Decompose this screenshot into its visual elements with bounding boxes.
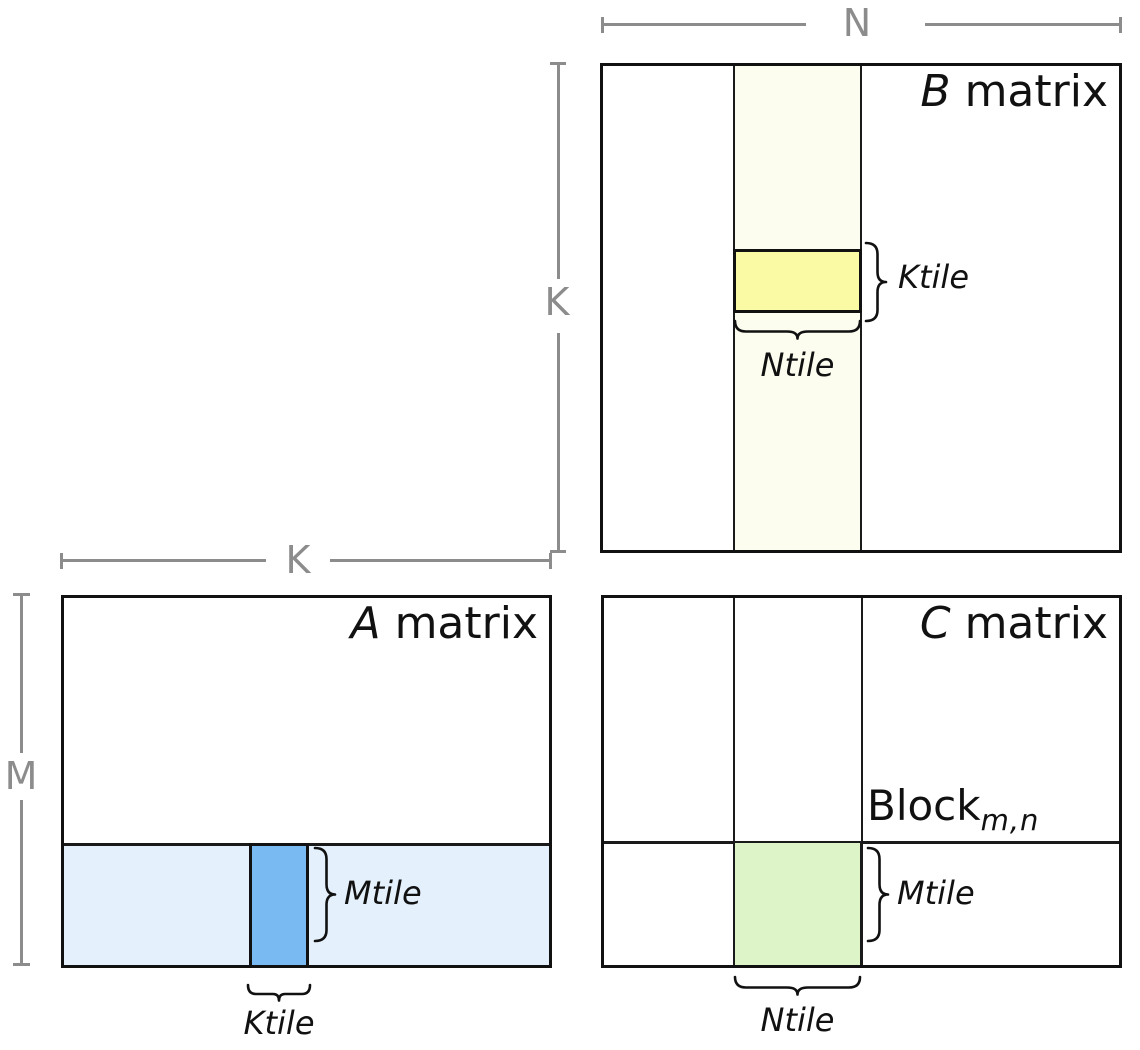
b-matrix-letter: B bbox=[920, 66, 951, 117]
b-ntile-underbrace bbox=[733, 318, 862, 340]
k-b-dimension-label: K bbox=[544, 280, 570, 324]
b-ktile-ntile-tile bbox=[733, 249, 862, 313]
a-ktile-underbrace bbox=[246, 982, 312, 1002]
c-column-line-left bbox=[733, 595, 735, 968]
m-dimension-label: M bbox=[4, 754, 38, 798]
k-b-dimension-tick-bottom bbox=[550, 550, 566, 553]
c-mtile-brace bbox=[864, 846, 892, 943]
k-b-dimension-line-top bbox=[557, 63, 560, 279]
c-column-line-right bbox=[861, 595, 863, 968]
k-a-dimension-line-right bbox=[330, 559, 552, 562]
b-matrix-outline bbox=[600, 63, 1122, 553]
c-matrix-title: C matrix bbox=[800, 598, 1108, 649]
c-matrix-letter: C bbox=[919, 598, 951, 649]
c-mtile-label: Mtile bbox=[897, 874, 975, 912]
m-dimension-tick-top bbox=[13, 593, 30, 596]
a-mtile-label: Mtile bbox=[344, 874, 422, 912]
n-dimension-tick-left bbox=[601, 17, 604, 33]
c-ntile-underbrace bbox=[733, 974, 862, 996]
c-block-subscript: m,n bbox=[980, 803, 1040, 837]
b-matrix-title: B matrix bbox=[800, 66, 1108, 117]
a-matrix-word: matrix bbox=[394, 598, 538, 649]
n-dimension-label: N bbox=[842, 1, 872, 45]
k-a-dimension-line-left bbox=[61, 559, 266, 562]
k-b-dimension-line-bottom bbox=[557, 333, 560, 553]
c-matrix-word: matrix bbox=[964, 598, 1108, 649]
a-matrix-outline bbox=[61, 595, 552, 968]
a-mtile-brace bbox=[311, 846, 339, 943]
a-matrix-title: A matrix bbox=[230, 598, 538, 649]
c-matrix-outline bbox=[601, 595, 1122, 968]
n-dimension-line-right bbox=[925, 23, 1122, 26]
m-dimension-tick-bottom bbox=[13, 963, 30, 966]
m-dimension-line-top bbox=[20, 595, 23, 753]
k-a-dimension-label: K bbox=[285, 538, 311, 582]
n-dimension-line-left bbox=[603, 23, 806, 26]
c-ntile-label: Ntile bbox=[760, 1001, 835, 1039]
b-ktile-label: Ktile bbox=[898, 258, 969, 296]
a-ktile-label: Ktile bbox=[243, 1004, 315, 1042]
a-matrix-letter: A bbox=[350, 598, 381, 649]
m-dimension-line-bottom bbox=[20, 800, 23, 966]
c-block-word: Block bbox=[867, 781, 981, 830]
c-mtile-ntile-tile bbox=[733, 843, 862, 968]
n-dimension-tick-right bbox=[1119, 17, 1122, 33]
k-a-dimension-tick-right bbox=[549, 553, 552, 569]
c-block-label: Blockm,n bbox=[867, 785, 1039, 835]
c-row-line bbox=[601, 841, 1122, 844]
b-ktile-brace bbox=[862, 241, 890, 323]
b-matrix-word: matrix bbox=[964, 66, 1108, 117]
b-ntile-label: Ntile bbox=[760, 346, 835, 384]
